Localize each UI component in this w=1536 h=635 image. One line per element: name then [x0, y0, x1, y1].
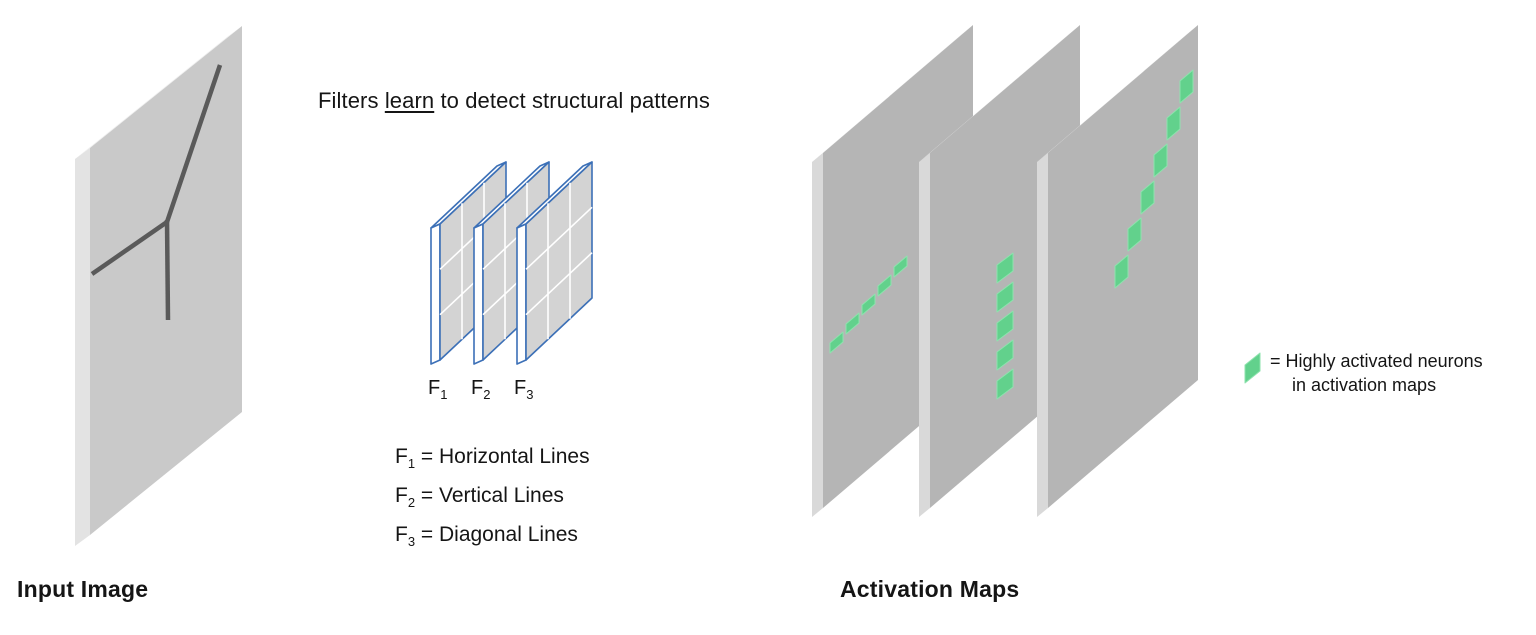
filter-label-f3: F3 — [514, 377, 534, 402]
input-image-panel — [75, 26, 242, 546]
sketch-horizontal-line — [90, 220, 169, 276]
heading-underlined-word: learn — [384, 88, 435, 113]
map1-side-edge — [812, 153, 823, 517]
filters-heading: Filters learn to detect structural patte… — [318, 88, 710, 114]
filter-slab-f3 — [516, 161, 593, 365]
activated-neuron-cell — [996, 252, 1014, 284]
activated-neuron-cell — [1153, 143, 1168, 178]
map1-top-edge — [812, 25, 973, 162]
activated-neuron-cell — [1127, 217, 1142, 252]
activated-neuron-cell — [996, 368, 1014, 400]
map2-side-edge — [919, 153, 930, 517]
filter-definition-f1: F1 = Horizontal Lines — [395, 445, 590, 472]
map3-activated-neurons — [1114, 69, 1194, 289]
activated-neuron-cell — [1166, 106, 1181, 141]
filter-definition-f3: F3 = Diagonal Lines — [395, 523, 578, 550]
filter-definitions: F1 = Horizontal Lines F2 = Vertical Line… — [395, 437, 590, 554]
legend-label: = Highly activated neurons in activation… — [1270, 349, 1483, 397]
map3-top-edge — [1037, 25, 1198, 162]
filter-label-f2: F2 — [471, 377, 491, 402]
map3-side-edge — [1037, 153, 1048, 517]
activated-neuron-cell — [861, 293, 876, 316]
input-panel-top-edge — [75, 26, 242, 159]
sketch-steep-diagonal-line — [164, 64, 223, 223]
activated-neuron-cell — [845, 312, 860, 335]
legend-neuron-swatch-icon — [1244, 352, 1261, 384]
activated-neuron-cell — [996, 281, 1014, 313]
filter-definition-f2: F2 = Vertical Lines — [395, 484, 564, 511]
legend-line-1: = Highly activated neurons — [1270, 351, 1483, 371]
activated-neuron-cell — [829, 331, 844, 354]
sketch-vertical-line — [164, 219, 171, 321]
filter1-side-edge — [430, 223, 441, 365]
legend-line-2: in activation maps — [1292, 375, 1437, 395]
filter3-grid — [525, 182, 593, 340]
filter-label-f1: F1 — [428, 377, 448, 402]
activation-map-3 — [1037, 25, 1198, 517]
map1-activated-neurons — [829, 255, 908, 354]
map2-top-edge — [919, 25, 1080, 162]
activated-neuron-cell — [877, 274, 892, 297]
activated-neuron-cell — [1179, 69, 1194, 104]
input-sketch-lines — [90, 64, 223, 321]
activated-neuron-cell — [996, 339, 1014, 371]
input-panel-side-edge — [75, 148, 90, 546]
input-image-caption: Input Image — [17, 576, 149, 602]
map2-activated-neurons — [996, 252, 1014, 400]
activated-neuron-cell — [1114, 254, 1129, 289]
activated-neuron-cell — [893, 255, 908, 278]
heading-post: to detect structural patterns — [434, 88, 710, 113]
activated-neuron-cell — [1140, 180, 1155, 215]
filter3-side-edge — [516, 223, 527, 365]
activation-maps-caption: Activation Maps — [840, 576, 1020, 602]
activated-neuron-cell — [996, 310, 1014, 342]
heading-pre: Filters — [318, 88, 385, 113]
filter2-side-edge — [473, 223, 484, 365]
